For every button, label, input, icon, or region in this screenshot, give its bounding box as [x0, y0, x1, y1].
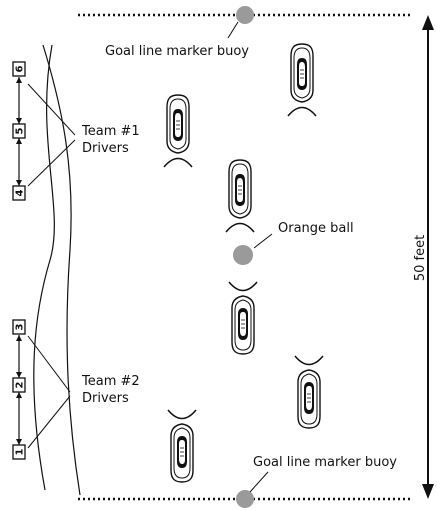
distance-label: 50 feet	[413, 235, 428, 281]
driver-box-2	[12, 377, 26, 393]
goal-bottom-leader	[249, 471, 269, 493]
goal-bottom-label: Goal line marker buoy	[253, 455, 397, 470]
driver-number-3: 3	[15, 323, 26, 330]
team2-label-line1: Team #2	[81, 374, 140, 389]
shoreline-right	[42, 44, 81, 496]
team2-leader-lines	[27, 335, 71, 449]
driver-number-6: 6	[15, 65, 26, 72]
driver-number-1: 1	[15, 448, 26, 455]
boat-team1-c	[225, 159, 255, 233]
team1-leader-lines	[27, 83, 76, 187]
goal-top-leader	[227, 21, 239, 39]
driver-markers-team2: 3 2 1	[12, 319, 26, 460]
team1-label-line1: Team #1	[81, 124, 140, 139]
boat-team2-c	[167, 409, 197, 483]
boat-team2-b	[294, 355, 324, 429]
boat-team2-a	[228, 281, 258, 355]
driver-box-3	[12, 319, 26, 335]
driver-box-4	[12, 185, 26, 201]
distance-arrow	[422, 15, 434, 499]
driver-box-1	[12, 444, 26, 460]
boat-team1-b	[163, 94, 193, 168]
orange-ball	[233, 245, 253, 265]
team2-label-line2: Drivers	[82, 391, 129, 406]
team1-label-line2: Drivers	[82, 141, 129, 156]
goal-buoy-top	[236, 6, 254, 24]
driver-number-2: 2	[15, 381, 26, 388]
orange-ball-leader	[253, 233, 273, 249]
driver-number-5: 5	[15, 127, 26, 134]
shoreline-left	[33, 44, 55, 491]
driver-number-4: 4	[15, 189, 26, 196]
driver-box-5	[12, 123, 26, 139]
goal-top-label: Goal line marker buoy	[105, 44, 249, 59]
orange-ball-label: Orange ball	[278, 221, 354, 236]
driver-markers-team1: 6 5 4	[12, 61, 26, 201]
driver-box-6	[12, 61, 26, 77]
goal-buoy-bottom	[236, 490, 254, 508]
boat-team1-a	[287, 43, 317, 117]
